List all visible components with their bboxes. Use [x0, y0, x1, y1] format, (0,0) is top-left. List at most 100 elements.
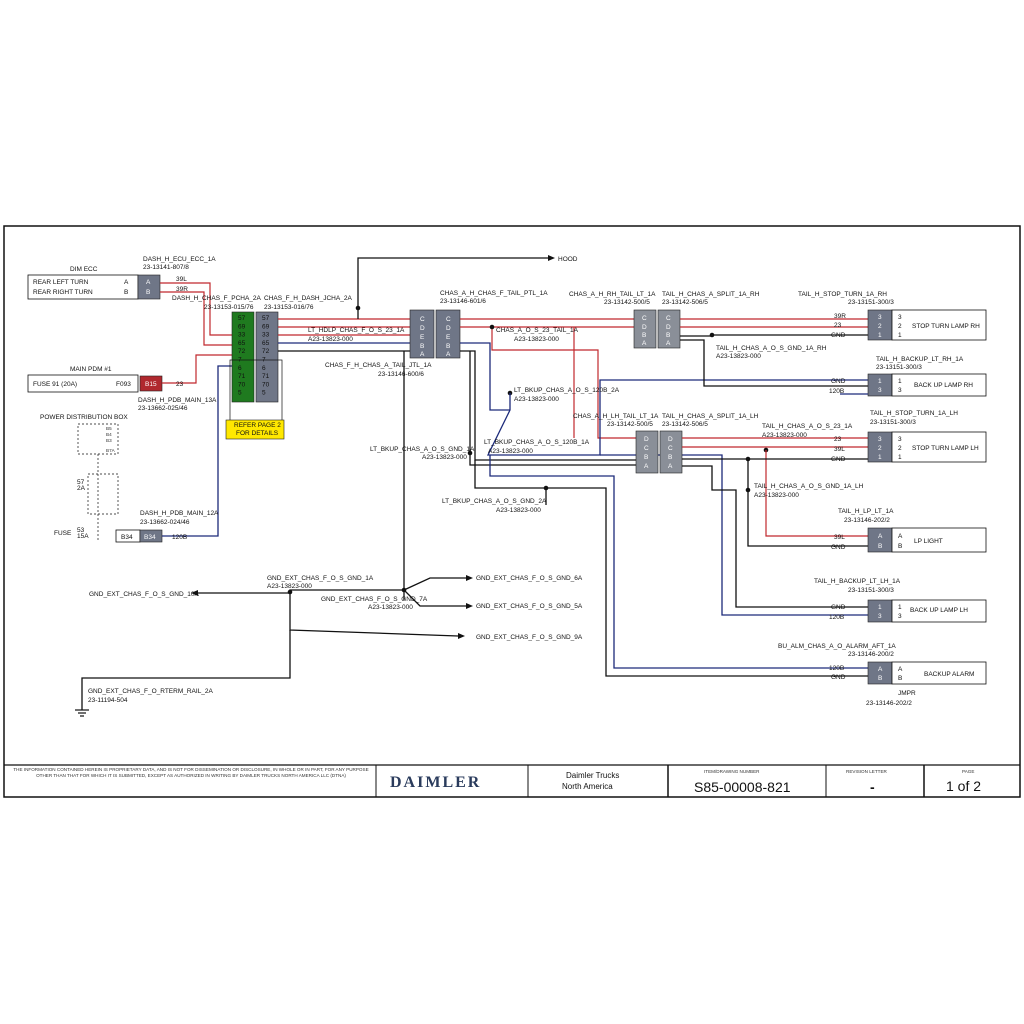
svg-text:3: 3 [898, 314, 902, 321]
svg-text:E: E [446, 334, 451, 341]
rh-gnd-label: GND [831, 332, 846, 339]
pin-53-label: 53 [77, 527, 85, 534]
hood-label: HOOD [558, 256, 578, 263]
stop-turn-lh-label: STOP TURN LAMP LH [912, 445, 979, 452]
gnd-ext-10a-label: GND_EXT_CHAS_F_O_S_GND_10A [89, 591, 199, 598]
gnd-ext-7a-label: GND_EXT_CHAS_F_O_S_GND_7A [321, 596, 428, 603]
svg-text:3: 3 [878, 613, 882, 620]
left-pins-pin: 57 [238, 315, 246, 322]
svg-text:C: C [668, 445, 673, 452]
rh-tail-connector [633, 309, 657, 349]
svg-text:B: B [420, 343, 424, 350]
chas-a-h-chas-f-label: CHAS_A_H_CHAS_F_TAIL_PTL_1A [440, 290, 548, 297]
tail-h-gnd-rh-label: TAIL_H_CHAS_A_O_S_GND_1A_RH [716, 345, 827, 352]
left-pins-pin: 33 [238, 332, 246, 339]
gnd-ext-5a-label: GND_EXT_CHAS_F_O_S_GND_5A [476, 603, 583, 610]
back-up-lh-box [891, 599, 987, 623]
svg-text:B: B [878, 675, 882, 682]
chas-a-h-rh-pn: 23-13142-500/5 [604, 299, 650, 306]
lt-bkup-gnd-2a-label: LT_BKUP_CHAS_A_O_S_GND_2A [442, 498, 547, 505]
pin-a: A [124, 279, 129, 286]
chas-f-h-chas-a-pn: 23-13146-600/6 [378, 371, 424, 378]
rear-right-turn-label: REAR RIGHT TURN [33, 289, 93, 296]
wire-39l-label: 39L [176, 276, 187, 283]
chas-a-h-chas-f-pn: 23-13146-601/6 [440, 298, 486, 305]
chas-a-o-s-label: CHAS_A_O_S_23_TAIL_1A [496, 327, 579, 334]
svg-text:1: 1 [878, 454, 882, 461]
svg-text:B4: B4 [106, 432, 112, 437]
wire-120b-label: 120B [172, 534, 187, 541]
chas-a-h-lh-label: CHAS_A_H_LH_TAIL_LT_1A [573, 413, 659, 420]
wire-39r-label: 39R [176, 286, 188, 293]
svg-text:C: C [420, 316, 425, 323]
stop-turn-rh-label: STOP TURN LAMP RH [912, 323, 980, 330]
svg-text:2: 2 [898, 445, 902, 452]
svg-text:D: D [446, 325, 451, 332]
svg-text:1: 1 [898, 454, 902, 461]
svg-text:B3: B3 [106, 438, 112, 443]
svg-text:3: 3 [898, 436, 902, 443]
sheet-frame [3, 225, 1021, 798]
tail-h-split-lh-pn: 23-13142-506/5 [662, 421, 708, 428]
svg-text:B: B [644, 454, 648, 461]
daimler-logo: DAIMLER [390, 774, 481, 791]
svg-text:1: 1 [898, 604, 902, 611]
svg-text:A: A [642, 340, 647, 347]
svg-text:1: 1 [898, 332, 902, 339]
tail-h-stop-rh-label: TAIL_H_STOP_TURN_1A_RH [798, 291, 887, 298]
gnd-ext-rterm-label: GND_EXT_CHAS_F_O_RTERM_RAIL_2A [88, 688, 214, 695]
lt-bkup-gnd-1a-pn: A23-13823-000 [422, 454, 467, 461]
chas-f-h-dash-pn: 23-13153-016/76 [264, 304, 314, 311]
tail-h-gnd-lh-pn: A23-13823-000 [754, 492, 799, 499]
fuse91-box [27, 374, 139, 393]
dash-h-ecu-connector [137, 274, 161, 300]
chas-a-h-lh-pn: 23-13142-500/5 [607, 421, 653, 428]
lp-light-box [891, 527, 987, 553]
tail-h-backup-rh-label: TAIL_H_BACKUP_LT_RH_1A [876, 356, 964, 363]
backup-alarm-box [891, 661, 987, 685]
disclaimer-text: THE INFORMATION CONTAINED HEREIN IS PROP… [13, 767, 369, 778]
item-label: ITEM/DRAWING NUMBER [704, 769, 760, 774]
svg-text:2: 2 [898, 323, 902, 330]
stop-turn-lh-connector [867, 431, 893, 463]
stop-turn-rh-connector [867, 309, 893, 341]
svg-text:D: D [642, 324, 647, 331]
lt-bkup-120b-1a-pn: A23-13823-000 [488, 448, 533, 455]
svg-text:B34: B34 [121, 534, 133, 541]
svg-text:3: 3 [898, 613, 902, 620]
chas-f-h-chas-a-label: CHAS_F_H_CHAS_A_TAIL_JTL_1A [325, 362, 432, 369]
tail-h-lp-label: TAIL_H_LP_LT_1A [838, 508, 894, 515]
pdb-label: POWER DISTRIBUTION BOX [40, 414, 128, 421]
left-pins-pin: 65 [238, 340, 246, 347]
right-pins-pin: 5 [262, 390, 266, 397]
svg-text:A: A [146, 279, 151, 286]
fuse91-label: FUSE 91 (20A) [33, 381, 77, 388]
svg-text:A: A [666, 340, 671, 347]
bu-lh-gnd-label: GND [831, 604, 846, 611]
lp-39l-label: 39L [834, 534, 845, 541]
chas-f-h-dash-label: CHAS_F_H_DASH_JCHA_2A [264, 295, 352, 302]
pcha-connector [231, 311, 255, 403]
dash-h-ecu-label: DASH_H_ECU_ECC_1A [143, 256, 216, 263]
left-pins-pin: 72 [238, 348, 246, 355]
title-block: THE INFORMATION CONTAINED HEREIN IS PROP… [13, 765, 981, 797]
svg-text:B: B [446, 343, 450, 350]
right-pins-pin: 57 [262, 315, 270, 322]
svg-text:A: A [898, 666, 903, 673]
svg-text:B: B [642, 332, 646, 339]
for-details-label: FOR DETAILS [236, 430, 279, 437]
svg-text:2: 2 [878, 323, 882, 330]
pin-2a-label: 2A [77, 485, 86, 492]
lt-bkup-120b-2a-pn: A23-13823-000 [514, 396, 559, 403]
right-pins-pin: 70 [262, 381, 270, 388]
dash-h-pdb-12-label: DASH_H_PDB_MAIN_12A [140, 510, 219, 517]
left-pins-pin: 71 [238, 373, 246, 380]
tail-h-lp-pn: 23-13146-202/2 [844, 517, 890, 524]
refer-page-2-label: REFER PAGE 2 [234, 422, 281, 429]
lt-hdlp-pn: A23-13823-000 [308, 336, 353, 343]
bu-alm-pn: 23-13146-200/2 [848, 651, 894, 658]
fuse-label: FUSE [54, 530, 72, 537]
svg-text:B: B [668, 454, 672, 461]
gnd-ext-9a-label: GND_EXT_CHAS_F_O_S_GND_9A [476, 634, 583, 641]
